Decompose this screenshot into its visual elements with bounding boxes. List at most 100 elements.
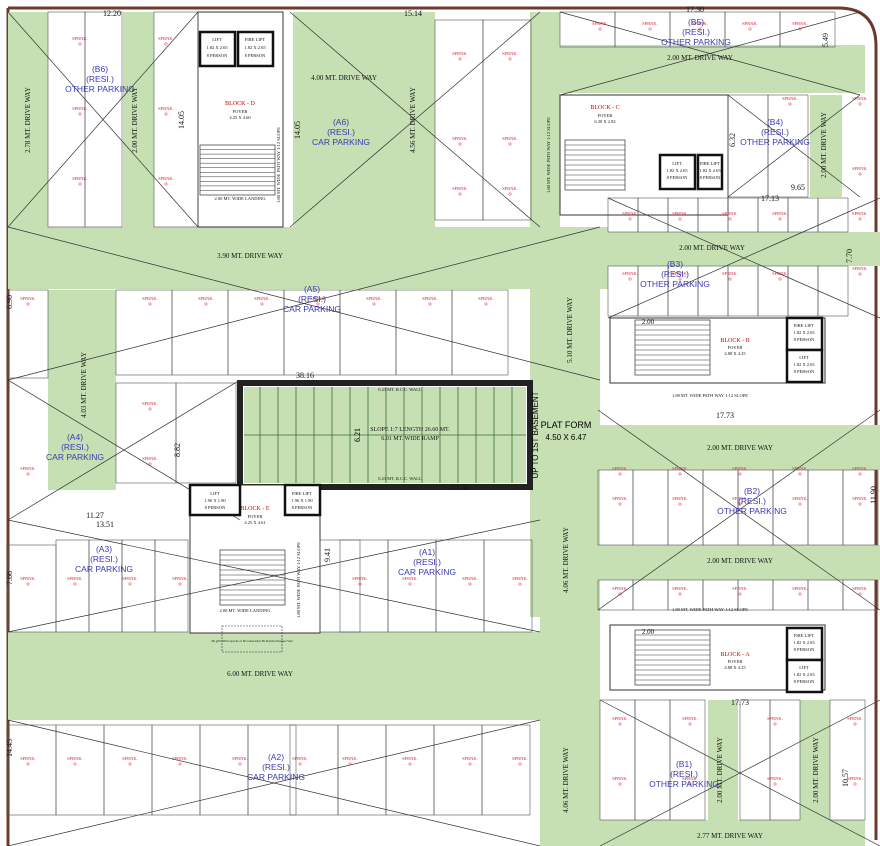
ramp-labels: 0.23 MT. R.C.C. WALL SLOPE 1:7 LENGTH 26… xyxy=(353,387,591,481)
sprinkler-label: SPRNK. xyxy=(767,776,783,781)
sprinkler-icon xyxy=(78,182,82,186)
parking-bay xyxy=(817,197,849,233)
sprinkler-label: SPRNK. xyxy=(692,21,708,26)
zone-type: CAR PARKING xyxy=(398,567,456,577)
zone-use: (RESI.) xyxy=(90,554,118,564)
block-a-core: FIRE LIFT 1.82 X 2.65 8 PERSON LIFT 1.82… xyxy=(634,626,824,694)
sprinkler-icon xyxy=(26,582,30,586)
ramp-dim: 6.21 xyxy=(353,428,362,442)
drive-way-label: 2.00 MT. DRIVE WAY xyxy=(707,444,773,452)
zone-id: (A3) xyxy=(96,544,112,554)
drive-way-label: 2.00 MT. DRIVE WAY xyxy=(820,112,828,178)
sprinkler-icon xyxy=(508,142,512,146)
sprinkler-label: SPRNK. xyxy=(852,96,868,101)
lift-size: 1.82 X 2.65 xyxy=(666,168,688,173)
sprinkler-icon xyxy=(316,302,320,306)
sprinkler-icon xyxy=(468,762,472,766)
sprinkler-icon xyxy=(738,472,742,476)
drive-way-label: 2.77 MT. DRIVE WAY xyxy=(697,832,763,840)
zone-use: (RESI.) xyxy=(413,557,441,567)
basement-label: UP TO 1ST BASEMENT xyxy=(531,391,540,478)
sprinkler-icon xyxy=(598,27,602,31)
fire-lift-box xyxy=(785,626,824,662)
sprinkler-label: SPRNK. xyxy=(20,296,36,301)
sprinkler-label: SPRNK. xyxy=(732,496,748,501)
path-way-c: 1.80 MT. WIDE PATH WAY 1:12 SLOPE xyxy=(546,117,551,193)
sprinkler-label: SPRNK. xyxy=(142,401,158,406)
sprinkler-label: SPRNK. xyxy=(422,296,438,301)
lift-label: LIFT xyxy=(210,491,220,496)
block-e-core: LIFT 1.96 X 1.90 8 PERSON FIRE LIFT 1.96… xyxy=(188,483,322,653)
sprinkler-label: SPRNK. xyxy=(67,576,83,581)
sprinkler-icon xyxy=(688,782,692,786)
dimension-label: 14.05 xyxy=(177,111,186,129)
sprinkler-icon xyxy=(26,762,30,766)
sprinkler-label: SPRNK. xyxy=(732,586,748,591)
block-d-core: LIFT 1.82 X 2.65 8 PERSON FIRE LIFT 1.82… xyxy=(198,30,276,201)
parking-bay xyxy=(769,699,801,821)
lift-size: 1.82 X 2.65 xyxy=(206,45,228,50)
platform-size: 4.50 X 6.47 xyxy=(546,433,587,442)
sprinkler-label: SPRNK. xyxy=(352,576,368,581)
sprinkler-label: SPRNK. xyxy=(198,296,214,301)
sprinkler-icon xyxy=(73,762,77,766)
block-c-core: BLOCK - C FOYER 6.30 X 2.82 LIFT 1.82 X … xyxy=(564,105,724,191)
sprinkler-icon xyxy=(458,57,462,61)
zone-use: (RESI.) xyxy=(61,442,89,452)
sprinkler-label: SPRNK. xyxy=(852,166,868,171)
sprinkler-label: SPRNK. xyxy=(612,466,628,471)
sprinkler-icon xyxy=(78,112,82,116)
lift-persons: 8 PERSON xyxy=(205,505,226,510)
drive-way-label: 2.00 MT. DRIVE WAY xyxy=(131,87,139,153)
dimension-label: 17.56 xyxy=(451,483,469,492)
dimension-label: 38.16 xyxy=(296,371,314,380)
drive-way-label: 4.00 MT. DRIVE WAY xyxy=(311,74,377,82)
dimension-label: 5.49 xyxy=(821,33,830,47)
sprinkler-icon xyxy=(798,502,802,506)
parking-bay xyxy=(842,469,879,546)
ramp-slope-lines xyxy=(244,387,526,483)
sprinkler-icon xyxy=(164,112,168,116)
drive-way-label: 3.90 MT. DRIVE WAY xyxy=(217,252,283,260)
sprinkler-label: SPRNK. xyxy=(20,576,36,581)
diagonal-line xyxy=(559,11,861,96)
zone-use: (RESI.) xyxy=(682,27,710,37)
block-d-foyer: FOYER xyxy=(233,109,248,114)
zone-id: (B5) xyxy=(688,17,704,27)
sprinkler-label: SPRNK. xyxy=(72,176,88,181)
path-way-labels: 1.80 MT. WIDE PATH WAY 1:12 SLOPE 1.80 M… xyxy=(276,117,748,618)
sprinkler-label: SPRNK. xyxy=(478,296,494,301)
parking-bay xyxy=(767,94,809,198)
sprinkler-label: SPRNK. xyxy=(462,576,478,581)
sprinkler-icon xyxy=(748,27,752,31)
sprinkler-label: SPRNK. xyxy=(772,211,788,216)
sprinkler-label: SPRNK. xyxy=(452,51,468,56)
zone-type: CAR PARKING xyxy=(283,304,341,314)
sprinkler-icon xyxy=(458,142,462,146)
drive-way-label: 2.78 MT. DRIVE WAY xyxy=(24,87,32,153)
sprinkler-icon xyxy=(628,277,632,281)
sprinkler-label: SPRNK. xyxy=(672,466,688,471)
dimension-label: 6.90 xyxy=(5,295,14,309)
fire-lift-persons: 8 PERSON xyxy=(292,505,313,510)
sprinkler-label: SPRNK. xyxy=(172,576,188,581)
block-b-core: FIRE LIFT 1.82 X 2.65 8 PERSON LIFT 1.82… xyxy=(634,316,824,384)
zone-id: (A5) xyxy=(304,284,320,294)
sprinkler-icon xyxy=(773,722,777,726)
sprinkler-icon xyxy=(858,217,862,221)
sprinkler-icon xyxy=(788,102,792,106)
fire-lift-box xyxy=(283,483,322,517)
block-a-foyer: FOYER xyxy=(728,659,743,664)
sprinkler-label: SPRNK. xyxy=(742,21,758,26)
sprinkler-label: SPRNK. xyxy=(722,271,738,276)
sprinkler-icon xyxy=(688,722,692,726)
ramp-wall-top: 0.23 MT. R.C.C. WALL xyxy=(378,387,422,392)
sprinkler-label: SPRNK. xyxy=(72,106,88,111)
parking-bay xyxy=(829,699,866,821)
fire-lift-size: 1.96 X 1.90 xyxy=(291,498,313,503)
zone-id: (A1) xyxy=(419,547,435,557)
parking-bay xyxy=(247,724,297,816)
sprinkler-label: SPRNK. xyxy=(852,586,868,591)
zone-id: (A6) xyxy=(333,117,349,127)
sprinkler-icon xyxy=(698,27,702,31)
